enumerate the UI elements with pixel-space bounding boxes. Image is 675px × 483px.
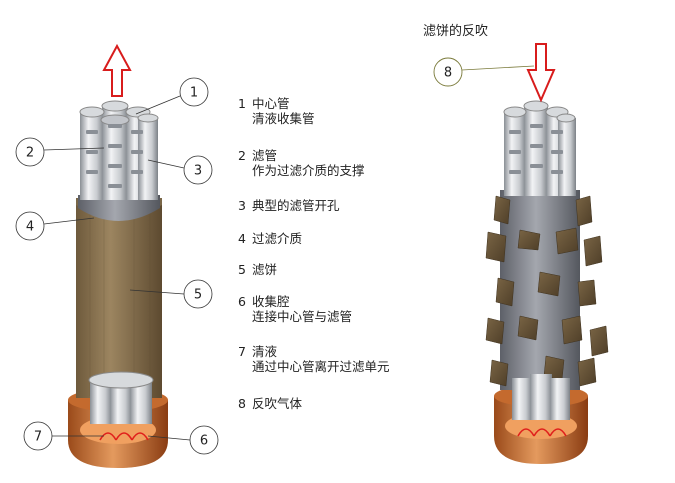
left-filter-cake <box>76 198 162 398</box>
left-filter-element <box>68 43 168 468</box>
callout-4 <box>15 211 45 241</box>
callout-3 <box>183 155 213 185</box>
right-backflush-arrows <box>517 428 567 437</box>
callout-6 <box>189 425 219 455</box>
callout-4-label: 4 <box>26 220 34 235</box>
callout-5 <box>183 279 213 309</box>
left-callouts <box>15 77 219 455</box>
callout-6-label: 6 <box>200 434 208 449</box>
right-tube-bundle <box>503 100 576 196</box>
right-callouts: 8 <box>433 57 535 87</box>
callout-5-label: 5 <box>194 288 202 303</box>
right-bottom-tubes <box>512 374 570 420</box>
callout-8 <box>433 57 463 87</box>
callout-3-label: 3 <box>194 164 202 179</box>
outflow-up-arrow <box>102 43 132 97</box>
callout-2-label: 2 <box>26 146 34 161</box>
left-tube-bundle <box>79 100 159 200</box>
left-bottom-tubes <box>88 371 154 424</box>
callout-8-label: 8 <box>444 66 452 81</box>
right-filter-element <box>485 43 609 464</box>
right-detaching-cake <box>485 195 609 387</box>
left-clear-liquid-arrows <box>99 432 149 441</box>
left-filter-media <box>78 195 160 221</box>
callout-7-label: 7 <box>34 430 42 445</box>
backflush-down-arrow <box>526 43 556 103</box>
callout-2 <box>15 137 45 167</box>
callout-7 <box>23 421 53 451</box>
backflush-title: 滤饼的反吹 <box>423 24 489 39</box>
callout-1 <box>179 77 209 107</box>
callout-1-label: 1 <box>190 86 198 101</box>
